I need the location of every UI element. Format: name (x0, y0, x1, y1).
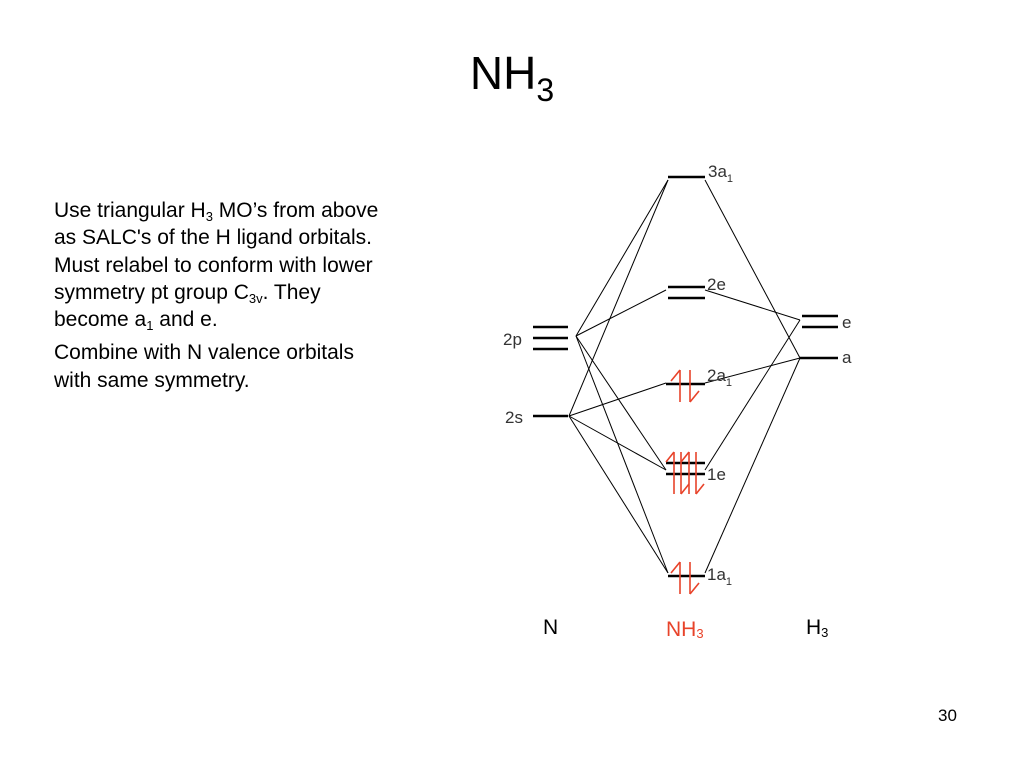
h3-levels (800, 314, 838, 360)
slide-title: NH3 (0, 50, 1024, 106)
column-label-nh3: NH3 (666, 618, 704, 641)
line-2p-3a1 (575, 179, 669, 337)
column-label-n: N (543, 616, 558, 639)
body-text: Use triangular H3 MO’s from above as SAL… (54, 197, 394, 400)
text-subscript: 3 (205, 209, 213, 224)
paragraph-salc: Use triangular H3 MO’s from above as SAL… (54, 197, 394, 333)
label-2e: 2e (707, 275, 726, 294)
text-segment: Use triangular H (54, 199, 206, 222)
label-h3-a: a (842, 348, 852, 367)
title-main: NH (469, 47, 537, 99)
label-2s: 2s (505, 408, 523, 427)
line-a-3a1 (704, 179, 801, 359)
line-2s-1e (568, 415, 667, 471)
electron-pair-2a1 (670, 369, 700, 403)
paragraph-combine: Combine with N valence orbitals with sam… (54, 341, 354, 392)
label-h3-e: e (842, 313, 851, 332)
mo-levels (666, 175, 705, 578)
text-segment: . They become a (54, 280, 321, 332)
line-2p-1e (575, 335, 667, 471)
electrons (665, 369, 705, 595)
line-e-1e (704, 319, 801, 471)
text-subscript: 3v (248, 290, 263, 306)
label-2p: 2p (503, 330, 522, 349)
label-1e: 1e (707, 465, 726, 484)
column-label-h3: H3 (806, 616, 828, 640)
label-2a1: 2a1 (707, 366, 732, 389)
electron-pair-1a1 (670, 561, 700, 595)
line-a-1a1 (704, 357, 801, 574)
line-e-2e (704, 289, 801, 321)
line-2s-1a1 (568, 415, 669, 574)
text-segment: and e. (153, 308, 218, 332)
title-subscript: 3 (536, 72, 555, 108)
line-a-2a1 (704, 357, 801, 384)
label-1a1: 1a1 (707, 565, 732, 588)
line-2p-2e (575, 289, 667, 337)
line-2p-1a1 (575, 335, 669, 574)
correlation-lines (568, 179, 801, 574)
label-3a1: 3a1 (708, 162, 733, 185)
text-segment: MO’s from above as SALC's of the H ligan… (54, 199, 379, 304)
text-subscript: 1 (146, 318, 154, 334)
page-number: 30 (938, 706, 957, 725)
line-2s-2a1 (568, 382, 667, 417)
electron-pairs-1e (665, 451, 705, 495)
n-levels (533, 325, 568, 418)
line-2s-3a1 (568, 179, 669, 417)
